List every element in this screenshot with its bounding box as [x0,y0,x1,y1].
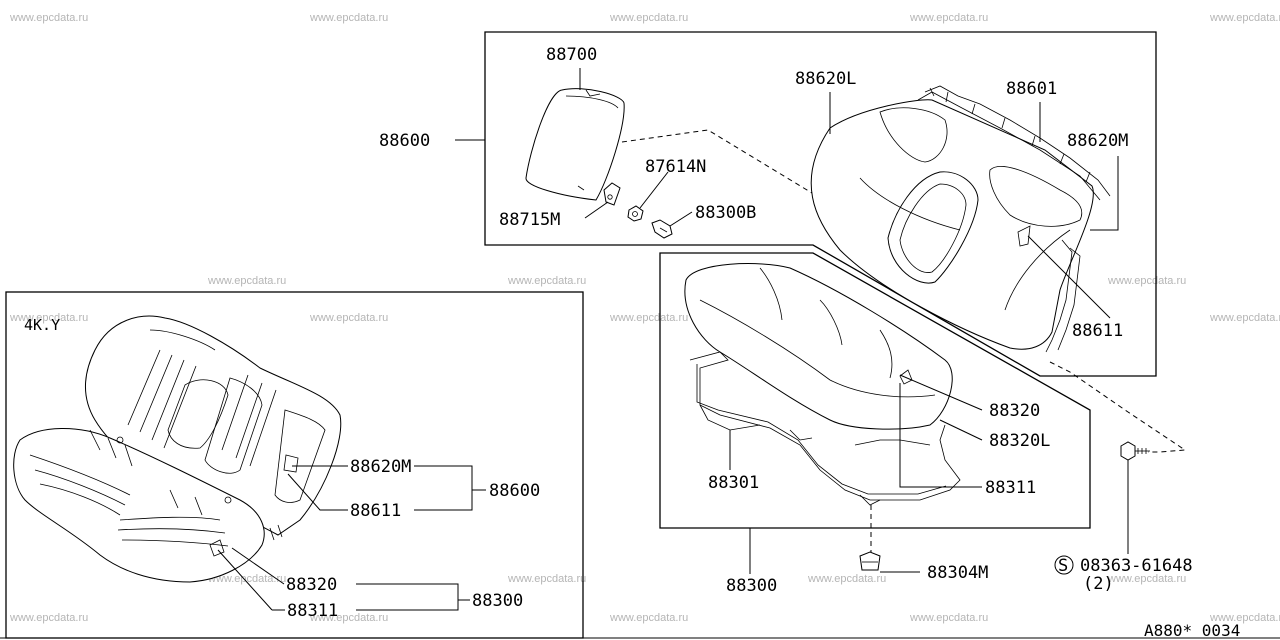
watermark: www.epcdata.ru [507,573,586,585]
label-88301: 88301 [708,473,759,493]
inset-label-88620m: 88620M [350,457,411,477]
armrest-bracket-drawing [603,182,621,206]
watermark: www.epcdata.ru [207,275,286,287]
watermark: www.epcdata.ru [309,612,388,624]
watermark: www.epcdata.ru [807,573,886,585]
bolt-drawing [651,219,673,239]
inset-label-88600: 88600 [489,481,540,501]
seat-back-group-box [484,31,1157,377]
inset-leader-cushion [217,549,273,611]
seat-cushion-drawing [684,263,961,506]
seat-back-drawing [810,85,1111,353]
watermark: www.epcdata.ru [1209,312,1280,324]
watermark-layer: www.epcdata.ru www.epcdata.ru www.epcdat… [9,12,1280,624]
label-88300: 88300 [726,576,777,596]
label-88600: 88600 [379,131,430,151]
label-88620m: 88620M [1067,131,1128,151]
watermark: www.epcdata.ru [309,312,388,324]
watermark: www.epcdata.ru [309,12,388,24]
label-08363-61648: 08363-61648 [1080,556,1193,576]
inset-label-88611: 88611 [350,501,401,521]
inset-bracket-88300 [356,583,459,611]
watermark: www.epcdata.ru [9,312,88,324]
label-88611: 88611 [1072,321,1123,341]
watermark: www.epcdata.ru [1107,275,1186,287]
screw-symbol-circle [1054,555,1074,575]
inset-leader-88611 [287,473,348,511]
watermark: www.epcdata.ru [609,12,688,24]
watermark: www.epcdata.ru [9,12,88,24]
label-88620l: 88620L [795,69,856,89]
armrest-drawing [525,88,625,201]
inset-label-88300: 88300 [472,591,523,611]
label-88700: 88700 [546,45,597,65]
label-88300b: 88300B [695,203,756,223]
label-screw-symbol: S [1058,556,1068,576]
label-88320l: 88320L [989,431,1050,451]
label-88601: 88601 [1006,79,1057,99]
inset-bracket-88600 [414,465,473,511]
variant-label: 4K.Y [24,316,60,334]
nut-drawing [627,205,644,222]
leader-88715m [584,201,609,219]
inset-seat-drawing [13,315,342,583]
cushion-group-box [659,252,1091,529]
watermark: www.epcdata.ru [909,612,988,624]
label-88320: 88320 [989,401,1040,421]
label-87614n: 87614N [645,157,706,177]
label-88304m: 88304M [927,563,988,583]
dashed-fit-line [621,129,936,233]
screw-drawing [1120,441,1150,461]
leader-87614n [639,171,669,209]
diagram-code: A880* 0034 [1144,621,1240,640]
label-88311: 88311 [985,478,1036,498]
leader-88320l [939,419,983,441]
watermark: www.epcdata.ru [1209,612,1280,624]
label-screw-qty: (2) [1083,574,1114,594]
inset-leader-88320 [231,547,285,585]
watermark: www.epcdata.ru [9,612,88,624]
leader-88311 [899,383,982,488]
inset-label-88311: 88311 [287,601,338,621]
watermark: www.epcdata.ru [909,12,988,24]
leader-88620m [1090,156,1119,231]
watermark: www.epcdata.ru [207,573,286,585]
inset-label-88320: 88320 [286,575,337,595]
leader-88611 [1027,235,1111,319]
watermark: www.epcdata.ru [1209,12,1280,24]
watermark: www.epcdata.ru [609,312,688,324]
label-88715m: 88715M [499,210,560,230]
watermark: www.epcdata.ru [507,275,586,287]
clip-drawing [859,551,881,571]
watermark: www.epcdata.ru [609,612,688,624]
leader-88320 [899,374,983,411]
dashed-screw-line [1049,361,1187,453]
watermark: www.epcdata.ru [1107,573,1186,585]
leader-88300b [669,211,693,227]
